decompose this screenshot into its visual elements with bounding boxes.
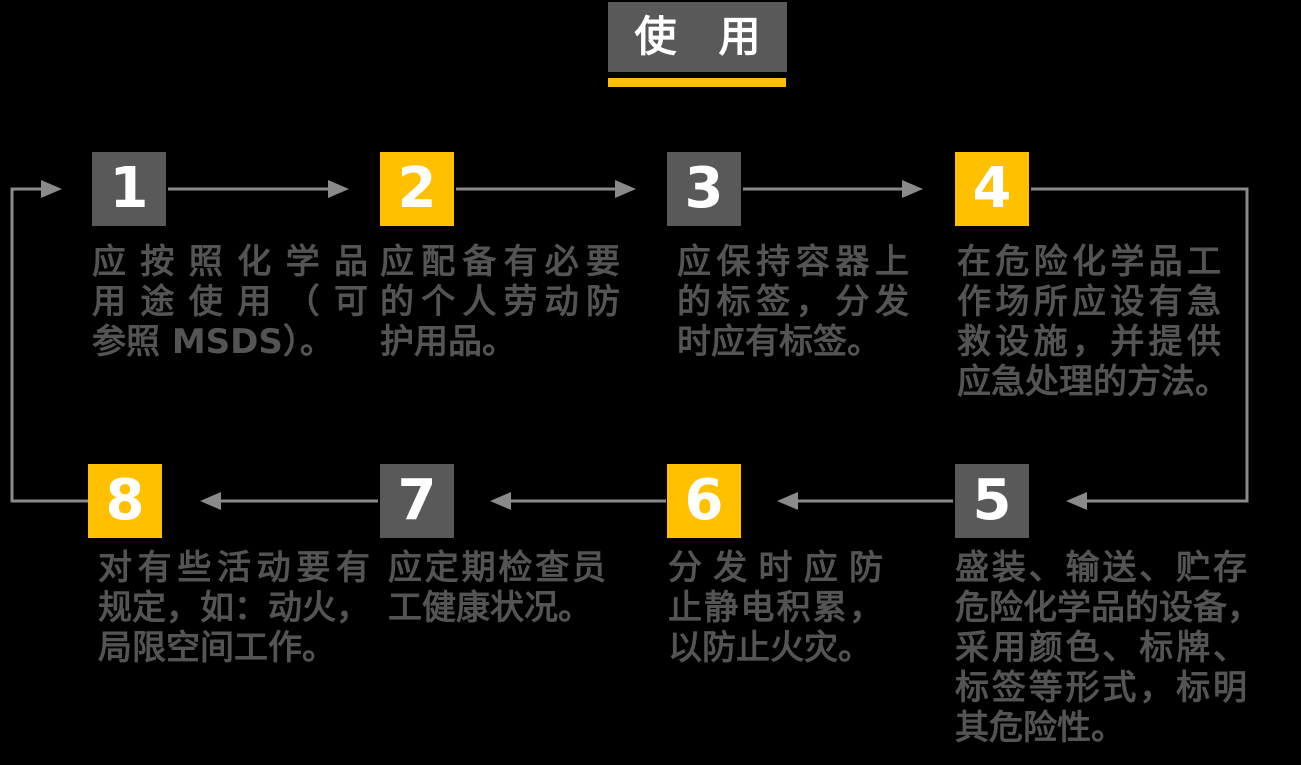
step-2-text-line: 护用品。	[380, 322, 516, 362]
step-8-number-badge: 8	[88, 464, 162, 538]
step-5-text-line: 盛装、输送、贮存	[955, 548, 1247, 588]
step-4-text: 在危险化学品工 作场所应设有急 救设施，并提供 应急处理的方法。	[957, 242, 1229, 402]
arrow-step2-to-step3	[456, 180, 636, 198]
step-7-number-badge: 7	[380, 464, 454, 538]
page-title: 使 用	[634, 12, 761, 61]
title-box: 使 用	[608, 2, 787, 72]
step-5-text-line: 其危险性。	[955, 708, 1125, 748]
step-6-number-badge: 6	[667, 464, 741, 538]
step-2-text-line: 的个人劳动防	[380, 282, 620, 322]
step-4-number-badge: 4	[955, 152, 1029, 226]
step-1-text-line: 用途使用（可	[92, 282, 368, 322]
title-underline	[608, 78, 786, 87]
step-3-number-badge: 3	[667, 152, 741, 226]
step-6-text-line: 分发时应防	[668, 548, 883, 588]
step-1-number-badge: 1	[92, 152, 166, 226]
arrow-step7-to-step8	[200, 492, 378, 510]
step-2-text: 应配备有必要 的个人劳动防 护用品。	[380, 242, 620, 362]
step-4-text-line: 应急处理的方法。	[957, 362, 1229, 402]
step-7-text-line: 应定期检查员	[388, 548, 606, 588]
arrow-step5-to-step6	[777, 492, 953, 510]
arrow-step3-to-step4	[743, 180, 923, 198]
step-2-text-line: 应配备有必要	[380, 242, 620, 282]
arrow-step6-to-step7	[490, 492, 666, 510]
step-5-text-line: 危险化学品的设备，	[955, 588, 1261, 628]
step-8-text-line: 对有些活动要有	[98, 548, 370, 588]
step-5-text-line: 采用颜色、标牌、	[955, 628, 1247, 668]
step-3-text-line: 的标签，分发	[677, 282, 909, 322]
step-1-text-line: 应按照化学品	[92, 242, 368, 282]
step-5-text: 盛装、输送、贮存 危险化学品的设备， 采用颜色、标牌、 标签等形式，标明 其危险…	[955, 548, 1261, 748]
step-7-text-line: 工健康状况。	[388, 588, 592, 628]
step-6-text-line: 以防止火灾。	[668, 628, 872, 668]
step-1-text: 应按照化学品 用途使用（可 参照 MSDS）。	[92, 242, 368, 362]
arrow-step8-to-step1-loop	[10, 180, 88, 503]
step-8-text: 对有些活动要有 规定，如：动火， 局限空间工作。	[98, 548, 370, 668]
step-5-text-line: 标签等形式，标明	[955, 668, 1247, 708]
step-8-text-line: 局限空间工作。	[98, 628, 336, 668]
arrow-step4-to-step5	[1031, 187, 1249, 510]
step-7-text: 应定期检查员 工健康状况。	[388, 548, 606, 628]
step-8-text-line: 规定，如：动火，	[98, 588, 370, 628]
step-4-text-line: 救设施，并提供	[957, 322, 1221, 362]
step-3-text-line: 应保持容器上	[677, 242, 909, 282]
step-1-text-line: 参照 MSDS）。	[92, 322, 334, 362]
step-6-text-line: 止静电积累，	[668, 588, 883, 628]
step-6-text: 分发时应防 止静电积累， 以防止火灾。	[668, 548, 883, 668]
arrow-step1-to-step2	[168, 180, 349, 198]
step-3-text-line: 时应有标签。	[677, 322, 881, 362]
step-4-text-line: 在危险化学品工	[957, 242, 1221, 282]
step-5-number-badge: 5	[955, 464, 1029, 538]
step-2-number-badge: 2	[380, 152, 454, 226]
step-3-text: 应保持容器上 的标签，分发 时应有标签。	[677, 242, 909, 362]
step-4-text-line: 作场所应设有急	[957, 282, 1221, 322]
